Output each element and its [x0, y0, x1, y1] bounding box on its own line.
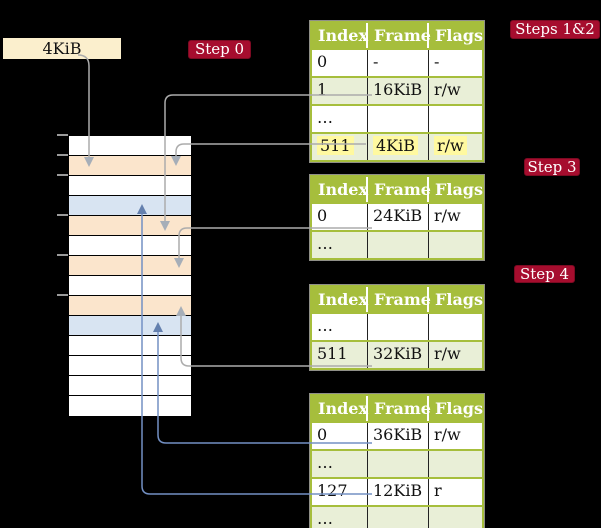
cell-index: …	[312, 106, 368, 132]
cell-index: …	[312, 507, 368, 528]
header-index: Index	[312, 23, 368, 48]
memory-row-52kib	[69, 396, 191, 416]
cell-frame: 24KiB	[368, 204, 429, 230]
header-frame: Frame	[368, 23, 431, 48]
memory-tick	[57, 214, 68, 216]
table-row: 511 32KiB r/w	[312, 340, 482, 368]
memory-row-40kib	[69, 336, 191, 356]
header-index: Index	[312, 177, 368, 202]
memory-row-36kib	[69, 316, 191, 336]
cell-index: 0	[312, 50, 368, 76]
memory-tick	[57, 254, 68, 256]
cell-index: …	[312, 232, 368, 258]
cell-index: 127	[312, 479, 368, 505]
cell-frame: 32KiB	[368, 342, 429, 368]
cell-index: …	[312, 314, 368, 340]
cell-flags	[429, 507, 482, 528]
cell-flags: r	[434, 481, 442, 500]
cell-index: 1	[312, 78, 368, 104]
header-frame: Frame	[368, 287, 431, 312]
cell-index: 511	[312, 342, 368, 368]
cell-index: 0	[312, 423, 368, 449]
cell-frame	[368, 451, 429, 477]
memory-row-48kib	[69, 376, 191, 396]
cell-flags: r/w	[434, 206, 461, 225]
cell-frame	[368, 106, 429, 132]
header-index: Index	[312, 396, 368, 421]
root-pointer-box: 4KiB	[3, 38, 121, 59]
cell-frame: 36KiB	[368, 423, 429, 449]
memory-row-28kib	[69, 276, 191, 296]
memory-row-44kib	[69, 356, 191, 376]
badge-step-3: Step 3	[524, 158, 580, 176]
table-row-highlighted: 511 4KiB r/w	[312, 132, 482, 160]
header-flags: Flags	[435, 180, 483, 199]
highlight-text: 511	[317, 136, 354, 155]
cell-frame: 4KiB	[368, 134, 429, 160]
memory-tick	[57, 134, 68, 136]
memory-tick	[57, 174, 68, 176]
cell-index: 511	[312, 134, 368, 160]
cell-index: …	[312, 451, 368, 477]
page-table-step-4-lower: Index Frame Flags 0 36KiB r/w … 127 12Ki…	[310, 394, 484, 528]
cell-frame: -	[368, 50, 429, 76]
memory-row-8kib	[69, 176, 191, 196]
cell-flags: r/w	[434, 425, 461, 444]
table-row: …	[312, 505, 482, 528]
header-frame: Frame	[368, 396, 431, 421]
table-header-row: Index Frame Flags	[312, 177, 483, 202]
table-row: …	[312, 449, 482, 477]
header-flags: Flags	[435, 290, 483, 309]
cell-frame	[368, 507, 429, 528]
page-table-step-3: Index Frame Flags 0 24KiB r/w …	[310, 175, 484, 260]
page-table-step-4-upper: Index Frame Flags … 511 32KiB r/w	[310, 285, 484, 370]
table-row: …	[312, 230, 482, 258]
table-row: 0 - -	[312, 48, 482, 76]
highlight-text: 4KiB	[373, 136, 419, 155]
cell-flags: r/w	[434, 344, 461, 363]
header-index: Index	[312, 287, 368, 312]
cell-index: 0	[312, 204, 368, 230]
header-flags: Flags	[435, 399, 483, 418]
memory-tick	[57, 294, 68, 296]
badge-step-0: Step 0	[188, 40, 251, 59]
cell-flags	[429, 106, 482, 132]
memory-row-24kib	[69, 256, 191, 276]
root-pointer-label: 4KiB	[42, 39, 82, 58]
highlight-text: r/w	[434, 136, 467, 155]
cell-flags	[429, 232, 482, 258]
cell-flags: r/w	[434, 80, 461, 99]
badge-step-4: Step 4	[514, 265, 575, 283]
memory-row-12kib	[69, 196, 191, 216]
cell-frame	[368, 232, 429, 258]
memory-tick	[57, 154, 68, 156]
table-header-row: Index Frame Flags	[312, 396, 483, 421]
memory-row-16kib	[69, 216, 191, 236]
memory-row-4kib	[69, 156, 191, 176]
page-table-steps-1-2: Index Frame Flags 0 - - 1 16KiB r/w … 51…	[310, 21, 484, 162]
table-row: 0 36KiB r/w	[312, 421, 482, 449]
header-flags: Flags	[435, 26, 483, 45]
badge-steps-1-2: Steps 1&2	[510, 20, 600, 39]
physical-memory-column	[68, 135, 192, 417]
cell-frame: 12KiB	[368, 479, 429, 505]
table-header-row: Index Frame Flags	[312, 23, 483, 48]
cell-flags: r/w	[429, 134, 482, 160]
cell-flags	[429, 451, 482, 477]
table-header-row: Index Frame Flags	[312, 287, 483, 312]
cell-flags	[429, 314, 482, 340]
table-row: 0 24KiB r/w	[312, 202, 482, 230]
cell-frame	[368, 314, 429, 340]
table-row: 1 16KiB r/w	[312, 76, 482, 104]
cell-frame: 16KiB	[368, 78, 429, 104]
cell-flags: -	[434, 52, 440, 71]
memory-row-0kib	[69, 136, 191, 156]
table-row: …	[312, 312, 482, 340]
memory-row-32kib	[69, 296, 191, 316]
table-row: 127 12KiB r	[312, 477, 482, 505]
memory-row-20kib	[69, 236, 191, 256]
table-row: …	[312, 104, 482, 132]
header-frame: Frame	[368, 177, 431, 202]
